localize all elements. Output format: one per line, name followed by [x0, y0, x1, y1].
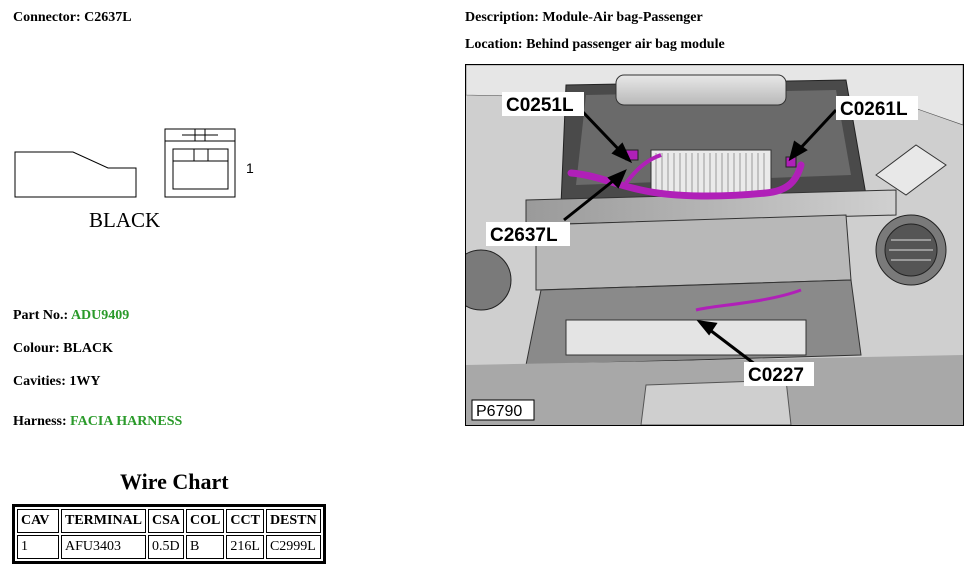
harness-link[interactable]: FACIA HARNESS: [70, 414, 183, 429]
callout-box: [836, 96, 918, 120]
cavities-field: Cavities: 1WY: [13, 374, 101, 390]
connector-face-view: [164, 128, 236, 198]
wire-chart-table: CAV TERMINAL CSA COL CCT DESTN 1 AFU3403…: [12, 504, 326, 564]
table-row: 1 AFU3403 0.5D B 216L C2999L: [17, 535, 321, 559]
connector-field: Connector: C2637L: [13, 10, 132, 26]
part-no-link[interactable]: ADU9409: [70, 308, 130, 323]
header-col: COL: [186, 509, 225, 533]
description-label: Description:: [465, 10, 539, 25]
description-field: Description: Module-Air bag-Passenger: [465, 10, 703, 26]
header-terminal: TERMINAL: [61, 509, 147, 533]
cavities-value: 1WY: [69, 374, 101, 389]
colour-label: Colour:: [13, 341, 60, 356]
colour-field: Colour: BLACK: [13, 341, 113, 357]
callout-box: [486, 222, 570, 246]
location-value: Behind passenger air bag module: [526, 37, 725, 52]
callout-c2637l: C2637L: [490, 225, 558, 246]
cell-terminal: AFU3403: [61, 535, 147, 559]
connector-label: Connector:: [13, 10, 81, 25]
cell-destn: C2999L: [265, 535, 321, 559]
colour-value: BLACK: [63, 341, 113, 356]
harness-label: Harness:: [13, 414, 67, 429]
part-no-field: Part No.: ADU9409: [13, 308, 129, 324]
connector-side-view: [14, 151, 137, 198]
cell-cav: 1: [17, 535, 59, 559]
connector-diagram: 1: [14, 128, 254, 198]
callout-box: [744, 362, 814, 386]
cell-csa: 0.5D: [148, 535, 185, 559]
part-no-label: Part No.:: [13, 308, 69, 323]
pin-label: 1: [246, 160, 254, 176]
cell-cct: 216L: [226, 535, 264, 559]
description-value: Module-Air bag-Passenger: [542, 10, 703, 25]
cavities-label: Cavities:: [13, 374, 66, 389]
location-field: Location: Behind passenger air bag modul…: [465, 37, 725, 53]
callout-c0227: C0227: [748, 365, 804, 386]
photo-reference: P6790: [476, 403, 522, 420]
callout-c0261l: C0261L: [840, 99, 908, 120]
callout-c0251l: C0251L: [506, 95, 574, 116]
header-cav: CAV: [17, 509, 59, 533]
location-label: Location:: [465, 37, 523, 52]
header-destn: DESTN: [265, 509, 321, 533]
header-cct: CCT: [226, 509, 264, 533]
header-csa: CSA: [148, 509, 185, 533]
dashboard-illustration: C0251L C0261L C2637L C0227 P6790: [466, 65, 963, 425]
cell-col: B: [186, 535, 225, 559]
wire-chart-title: Wire Chart: [120, 469, 229, 494]
wire-chart-header-row: CAV TERMINAL CSA COL CCT DESTN: [17, 509, 321, 533]
callout-box: [502, 92, 584, 116]
location-photo: C0251L C0261L C2637L C0227 P6790: [465, 64, 964, 426]
connector-value: C2637L: [84, 10, 132, 25]
harness-field: Harness: FACIA HARNESS: [13, 414, 182, 430]
connector-color-label: BLACK: [89, 208, 161, 232]
